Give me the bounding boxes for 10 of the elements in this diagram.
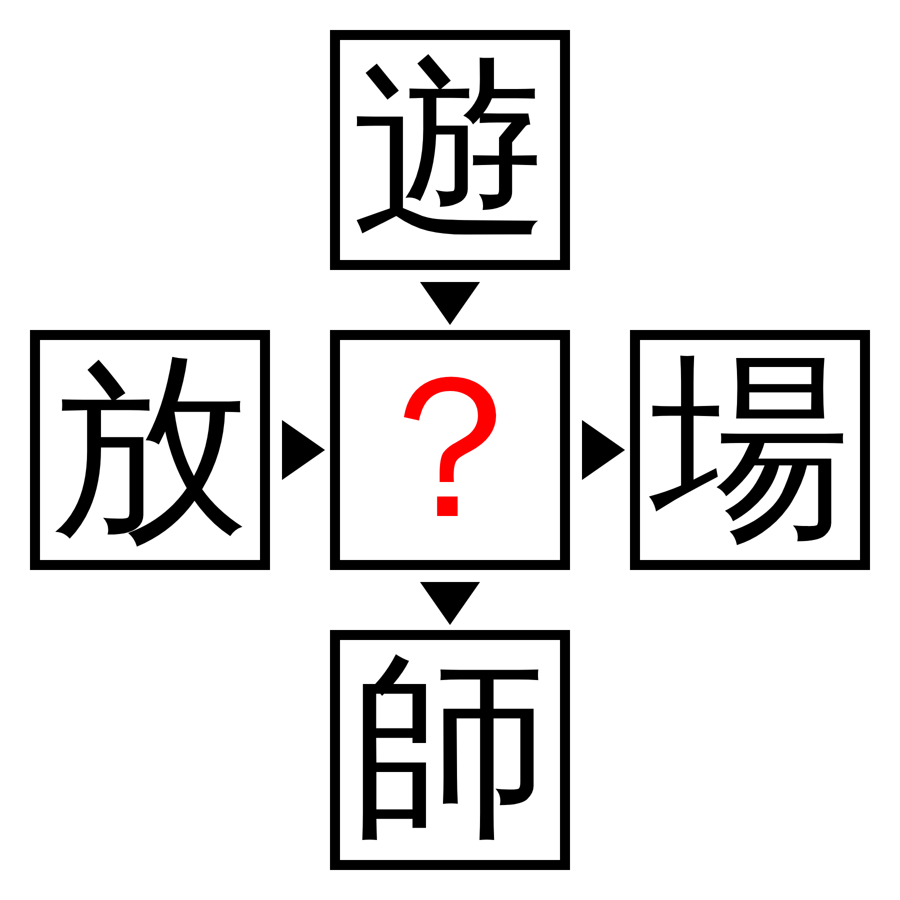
character-box	[630, 330, 870, 570]
question-mark: ？	[350, 350, 550, 550]
character-box	[330, 330, 570, 570]
character-box	[30, 330, 270, 570]
kanji-character: 師	[350, 650, 550, 850]
kanji-character: 場	[650, 350, 850, 550]
kanji-character: 遊	[350, 50, 550, 250]
character-box	[330, 630, 570, 870]
character-box	[330, 30, 570, 270]
kanji-character: 放	[50, 350, 250, 550]
